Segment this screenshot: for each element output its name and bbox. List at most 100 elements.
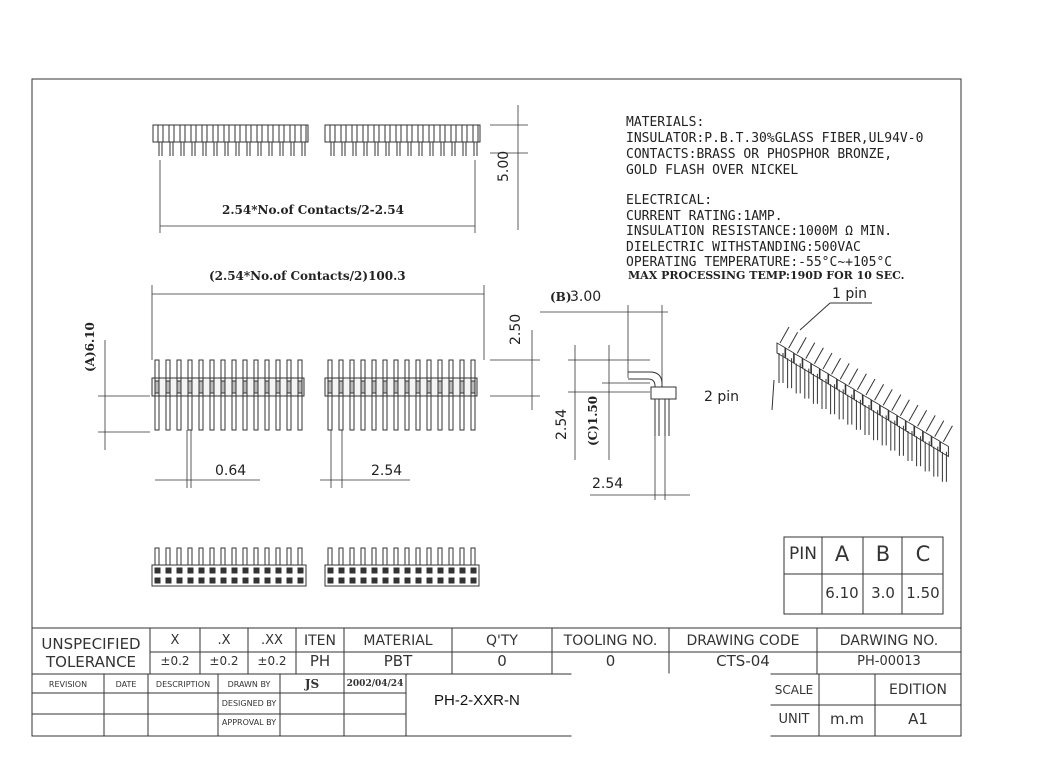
iso-pin-top	[865, 378, 876, 396]
front-view-pin	[198, 359, 204, 431]
front-view-pin-mark	[327, 380, 333, 394]
iso-housing-cell	[836, 378, 846, 395]
iso-pin-top	[882, 389, 893, 406]
bottom-view-pad	[437, 567, 444, 574]
electrical-processing: MAX PROCESSING TEMP:190D FOR 10 SEC.	[628, 269, 905, 282]
tb-tooling-value: 0	[605, 652, 616, 670]
tb-drawn-by: DRAWN BY	[227, 680, 271, 689]
front-view-pin	[187, 359, 193, 431]
tb-edition-value: A1	[908, 710, 928, 728]
dim-side-254: 2.54	[554, 408, 570, 440]
callout-pin1: 1 pin	[832, 286, 868, 302]
tb-x: X	[170, 633, 180, 648]
tb-part-number: PH-2-XXR-N	[434, 692, 520, 709]
bottom-view-pin	[338, 547, 344, 566]
bottom-view-pad	[349, 577, 356, 584]
bottom-view-pin	[415, 547, 421, 566]
iso-housing-cell	[810, 363, 820, 380]
top-view-slot	[362, 124, 369, 143]
bottom-view-pad	[209, 577, 216, 584]
dim-side-bottom: 2.54	[592, 476, 624, 492]
top-view-slot	[300, 124, 307, 143]
bottom-view-pad	[415, 577, 422, 584]
iso-housing-cell	[793, 352, 803, 369]
dim-label-c: (C)1.50	[586, 395, 600, 446]
front-view-pin	[242, 359, 248, 431]
iso-pin-top	[891, 394, 902, 411]
bottom-view-pad	[360, 567, 367, 574]
bottom-view-pin	[297, 547, 303, 566]
iso-housing-cell	[914, 425, 924, 442]
front-view-pin-mark	[242, 380, 248, 394]
iso-housing-cell	[879, 404, 889, 421]
iso-housing-cell	[922, 430, 932, 447]
bottom-view-pin	[459, 547, 465, 566]
bottom-view-pad	[198, 567, 205, 574]
iso-housing-cell	[845, 383, 855, 401]
bottom-view-pad	[176, 577, 183, 584]
bottom-view-pad	[338, 577, 345, 584]
front-view-pin	[264, 359, 270, 431]
bottom-view-pad	[220, 567, 227, 574]
front-view-pin	[437, 359, 443, 431]
dim-height-250: 2.50	[508, 313, 524, 345]
bottom-view-pin	[426, 547, 432, 566]
top-view-slot	[278, 124, 285, 143]
tb-tooling-label: TOOLING NO.	[563, 633, 658, 649]
iso-pin-top	[831, 357, 842, 375]
bottom-view-pad	[209, 567, 216, 574]
iso-pin-top	[805, 342, 816, 359]
top-view-slot	[256, 124, 263, 143]
bottom-view-pad	[176, 567, 183, 574]
front-view-pin	[415, 359, 421, 431]
materials-contacts: CONTACTS:BRASS OR PHOSPHOR BRONZE,	[626, 147, 893, 162]
top-view-housing	[324, 124, 481, 143]
tb-scale-label: SCALE	[774, 683, 814, 697]
pin-table-header-a: A	[834, 542, 850, 566]
bottom-view-pad	[264, 577, 271, 584]
front-view-housing	[324, 377, 478, 397]
front-view-pin	[404, 359, 410, 431]
iso-pin-top	[848, 368, 859, 385]
front-view-pin	[209, 359, 215, 431]
tb-tol1: ±0.2	[209, 654, 239, 668]
iso-housing-cell	[862, 394, 872, 411]
bottom-view-pin	[209, 547, 215, 566]
front-view-pin	[165, 359, 171, 431]
bottom-view-pin	[231, 547, 237, 566]
iso-pin-top	[925, 415, 936, 432]
top-view-slot	[461, 124, 468, 143]
bottom-view-pad	[448, 577, 455, 584]
tb-x2: .XX	[261, 633, 283, 648]
front-view-pin	[338, 359, 344, 431]
front-view-pin-mark	[470, 380, 476, 394]
tb-drawing-code-label: DRAWING CODE	[686, 633, 800, 649]
callout-leader-pin1	[799, 302, 831, 331]
front-view-pin-mark	[231, 380, 237, 394]
iso-pin-top	[796, 337, 807, 354]
top-view-slot	[384, 124, 391, 143]
front-view-pin-mark	[360, 380, 366, 394]
front-view-pin-mark	[253, 380, 259, 394]
tb-drawing-no-value: PH-00013	[857, 654, 921, 669]
top-view-slot	[329, 124, 336, 143]
top-view-slot	[428, 124, 435, 143]
tb-tol2: ±0.2	[257, 654, 287, 668]
iso-housing-cell	[896, 415, 906, 432]
iso-pin-top	[908, 404, 919, 422]
top-view-slot	[373, 124, 380, 143]
bottom-view-pin	[165, 547, 171, 566]
bottom-view-pad	[404, 577, 411, 584]
front-view-pin-mark	[297, 380, 303, 394]
tb-unspecified: UNSPECIFIED	[41, 635, 141, 653]
pin-table-value-c: 1.50	[906, 584, 940, 602]
iso-pin-top	[788, 331, 799, 349]
bottom-view-pad	[275, 567, 282, 574]
dim-top-width: 2.54*No.of Contacts/2-2.54	[222, 203, 404, 217]
iso-pin-top	[917, 409, 928, 427]
iso-housing-cell	[905, 420, 915, 437]
iso-pin-top	[899, 399, 910, 417]
front-view-pin-mark	[437, 380, 443, 394]
front-view-pin-mark	[275, 380, 281, 394]
